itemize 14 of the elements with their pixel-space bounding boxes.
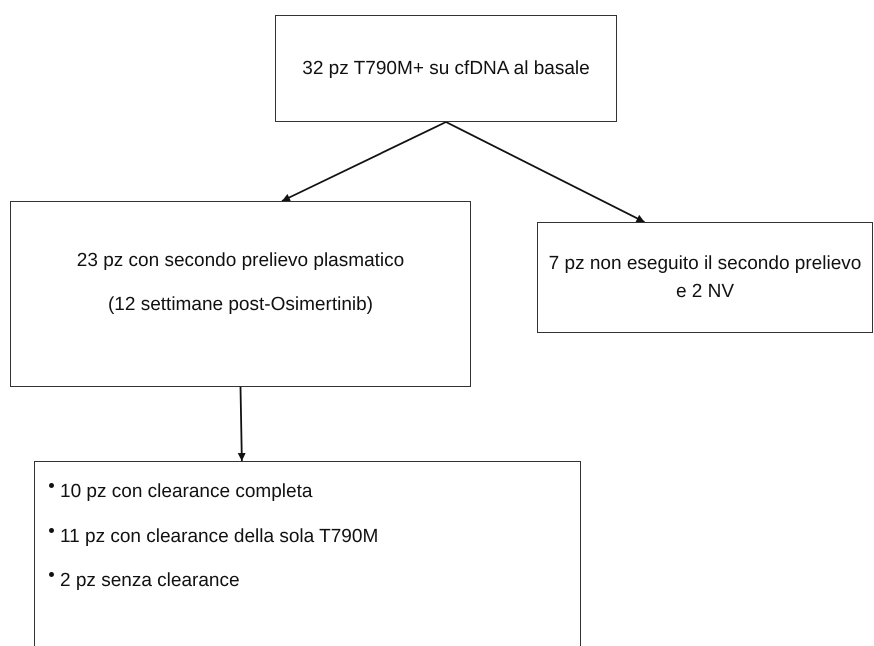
process-box [10, 201, 471, 387]
arrow [238, 386, 246, 462]
process-box [275, 15, 617, 122]
bullet-item: 11 pz con clearance della sola T790M [49, 522, 378, 550]
arrow [446, 121, 645, 223]
process-box [34, 461, 581, 646]
bullet-item: 2 pz senza clearance [49, 567, 240, 595]
box-text: 23 pz con secondo prelievo plasmatico [76, 249, 404, 274]
bullet-item: 10 pz con clearance completa [49, 478, 312, 506]
box-text: 32 pz T790M+ su cfDNA al basale [302, 56, 590, 81]
process-box [537, 222, 873, 333]
arrow [282, 121, 446, 202]
box-text: 7 pz non eseguito il secondo prelievo e 2 NV [548, 252, 862, 304]
box-text: (12 settimane post-Osimertinib) [108, 293, 374, 317]
